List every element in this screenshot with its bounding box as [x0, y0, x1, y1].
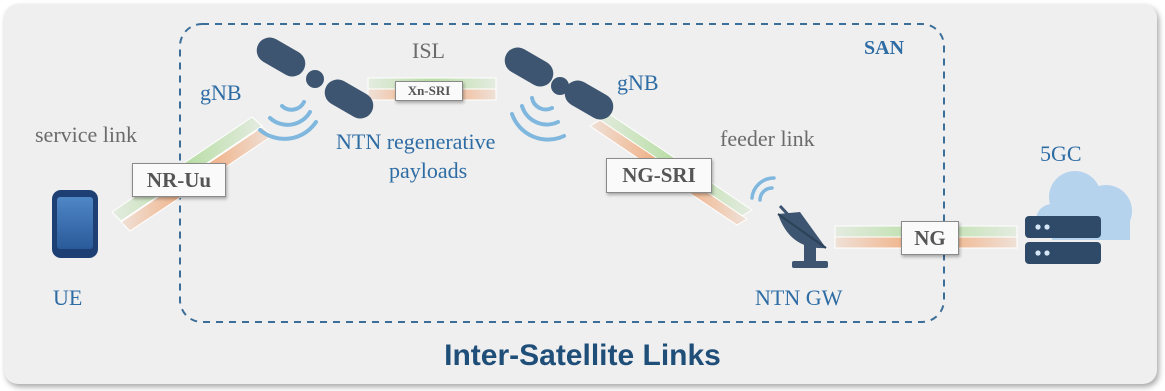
caption-title: Inter-Satellite Links [444, 339, 721, 372]
feeder-link-label: feeder link [720, 126, 815, 151]
ntn-gw-label: NTN GW [755, 285, 843, 310]
signal-waves-icon [258, 100, 318, 141]
service-link-label: service link [35, 122, 138, 147]
ng-tag: NG [901, 221, 959, 255]
payloads-label-line2: payloads [389, 158, 468, 183]
5gc-label: 5GC [1040, 141, 1082, 166]
san-label: SAN [864, 37, 905, 59]
signal-waves-icon [510, 96, 566, 142]
gnb-right-label: gNB [617, 70, 659, 95]
ue-label: UE [53, 285, 83, 310]
ng-sri-tag: NG-SRI [606, 158, 712, 193]
satellite-icon [504, 47, 614, 120]
satellite-icon [256, 37, 374, 119]
phone-icon [52, 190, 98, 258]
isl-label: ISL [412, 38, 445, 63]
ground-station-dish-icon [750, 176, 828, 268]
server-icon [1025, 216, 1101, 264]
xn-sri-tag: Xn-SRI [395, 81, 463, 101]
payloads-label-line1: NTN regenerative [336, 129, 496, 154]
gnb-left-label: gNB [200, 80, 242, 105]
nr-uu-tag: NR-Uu [132, 163, 226, 197]
